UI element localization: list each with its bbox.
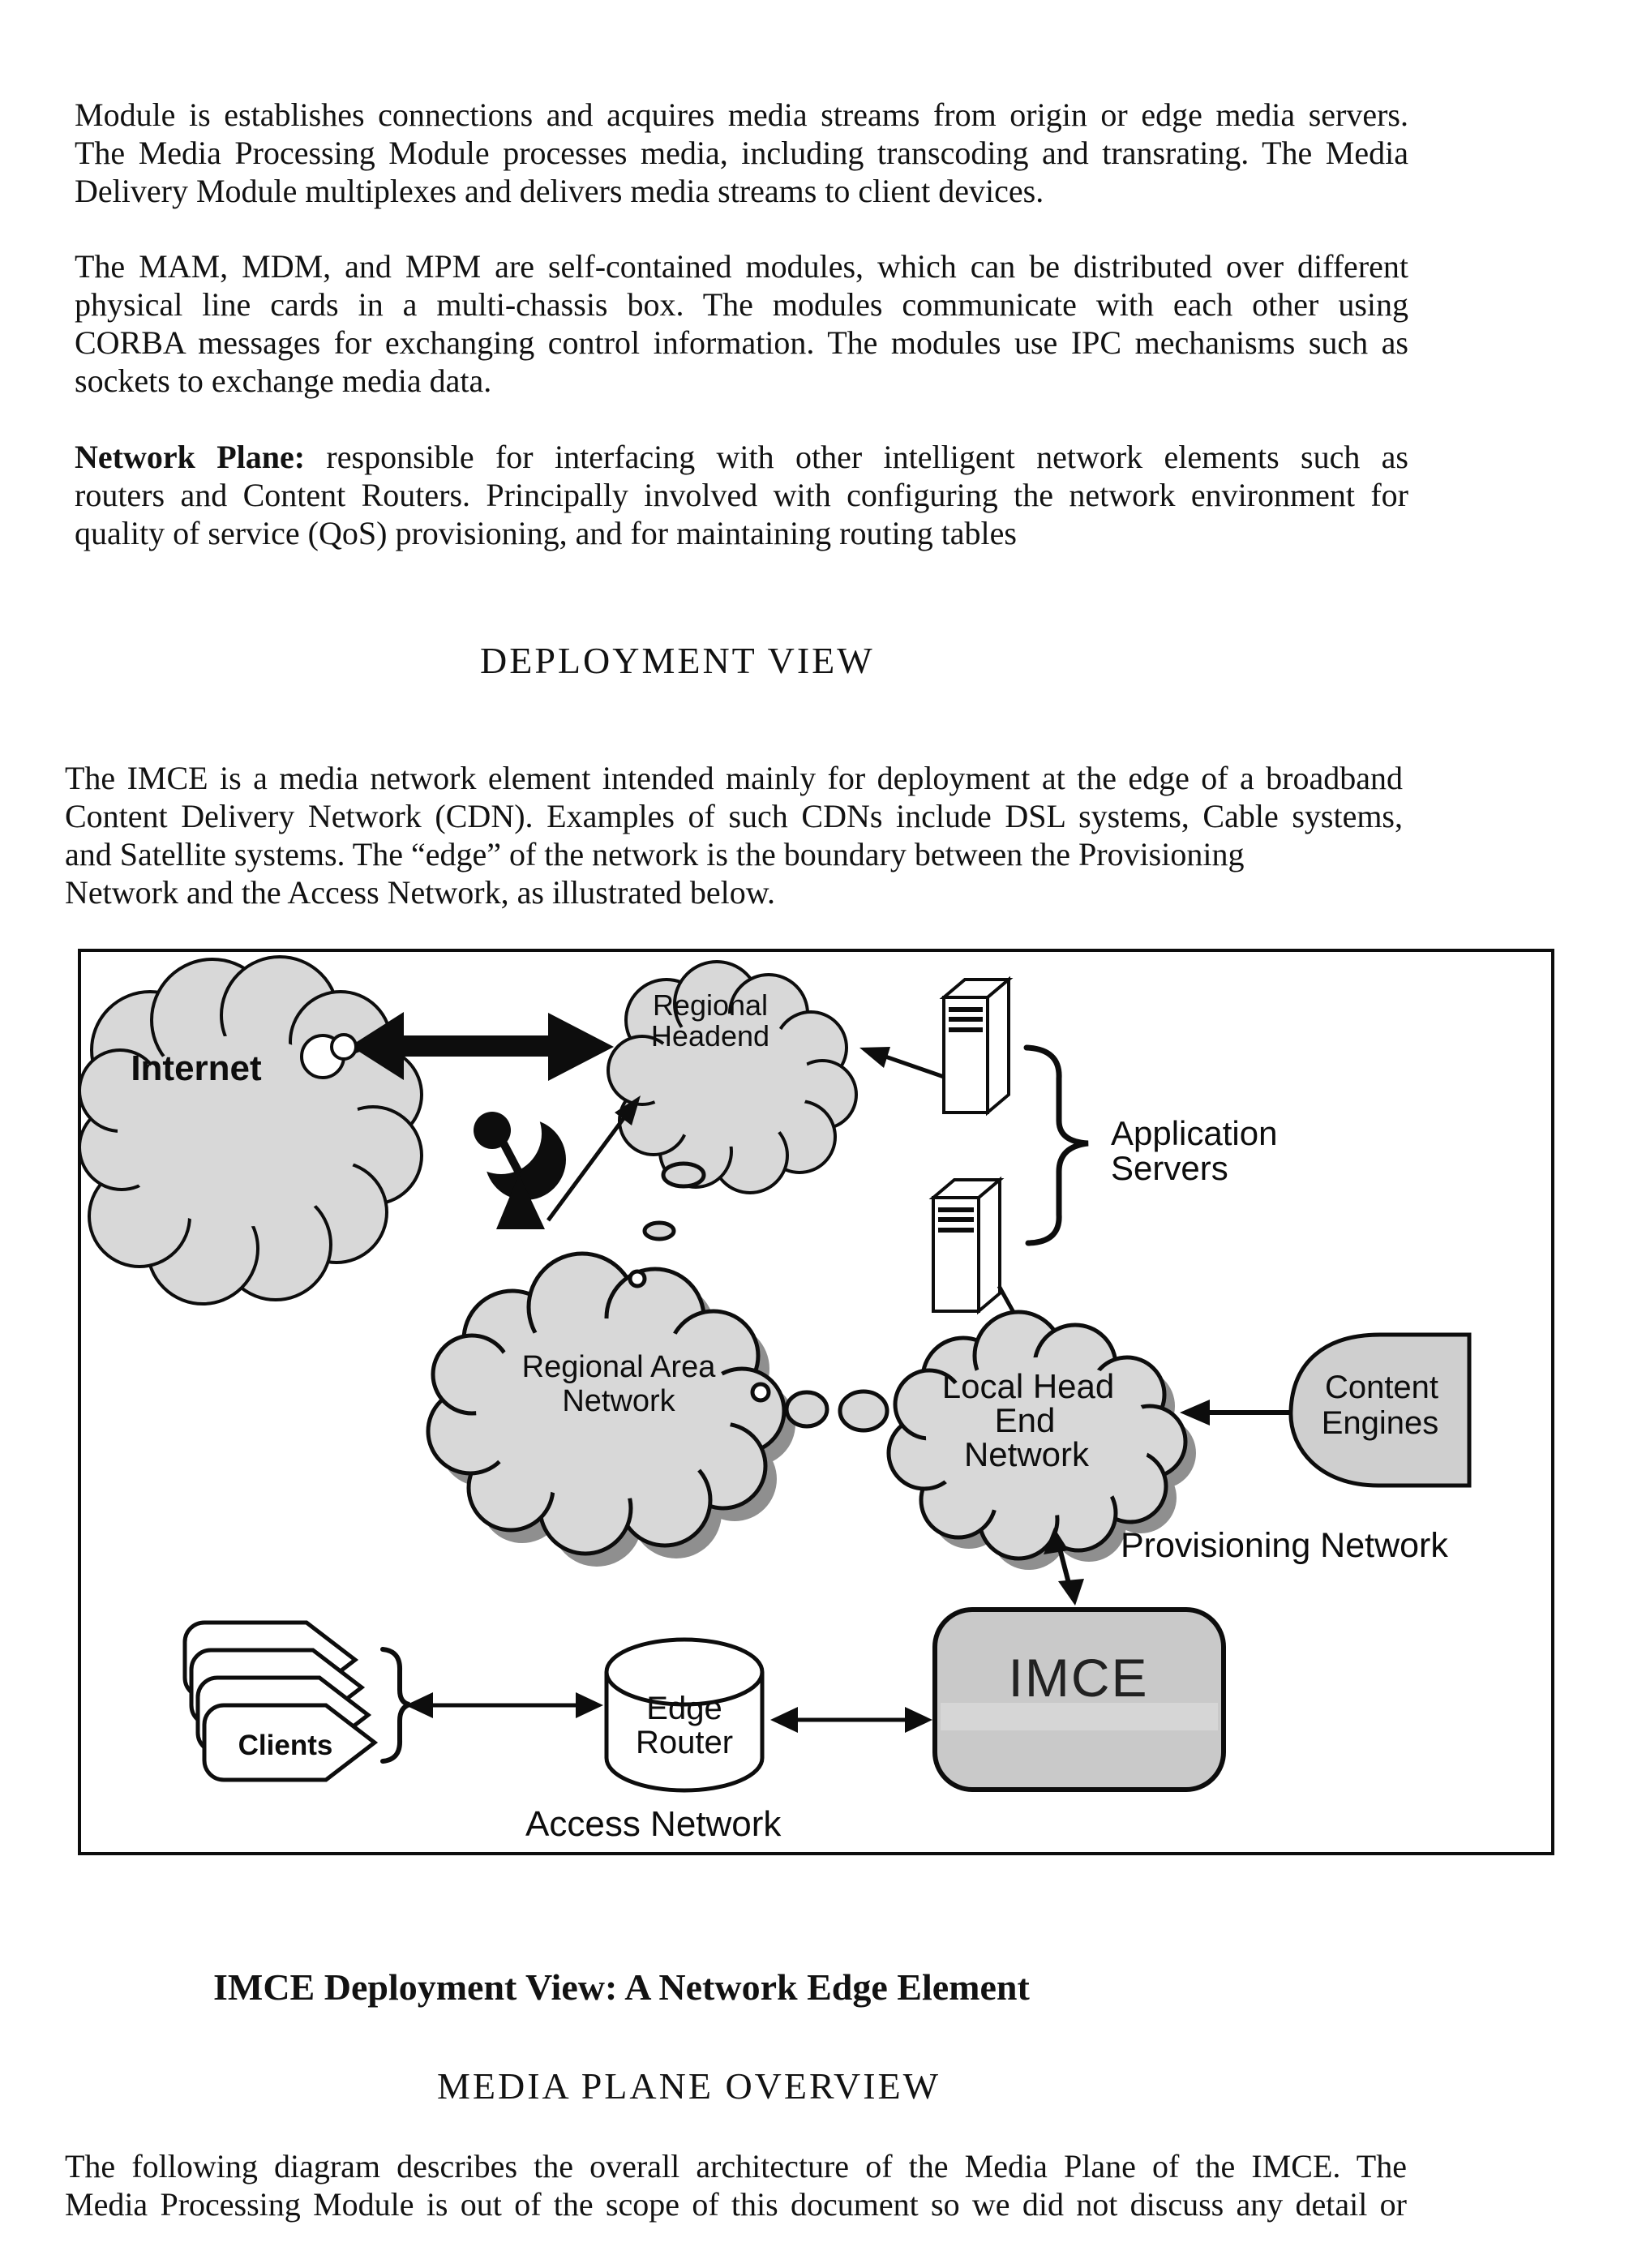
lhe-cloud xyxy=(886,1310,1188,1561)
content-engines-label-line2: Engines xyxy=(1322,1405,1439,1441)
server-to-headend-arrow xyxy=(859,1047,945,1079)
network-plane-lead: Network Plane: xyxy=(75,439,306,475)
clients-router-double-arrow xyxy=(405,1692,603,1718)
access-network-label: Access Network xyxy=(525,1804,782,1844)
lhe-label-line3: Network xyxy=(964,1435,1090,1473)
link-bubbles-internet xyxy=(300,1033,358,1079)
figure-caption: IMCE Deployment View: A Network Edge Ele… xyxy=(213,1966,1030,2008)
lhe-imce-double-arrow xyxy=(1044,1528,1084,1606)
servers-brace xyxy=(1023,1044,1089,1246)
regional-headend-cloud xyxy=(607,960,858,1194)
application-servers-label-line2: Servers xyxy=(1111,1149,1228,1187)
thought-bubbles xyxy=(642,1161,706,1241)
regional-headend-label-line1: Regional xyxy=(653,988,768,1022)
text-line: CORBA messages for exchanging control in… xyxy=(75,324,1408,361)
imce-box xyxy=(932,1607,1226,1792)
dish-to-headend-arrow xyxy=(546,1095,641,1222)
diagram-border xyxy=(78,949,1554,1855)
text-line: Delivery Module multiplexes and delivers… xyxy=(75,173,1044,209)
router-imce-double-arrow xyxy=(770,1707,932,1733)
paragraph-network-plane: Network Plane: responsible for interfaci… xyxy=(75,438,1408,552)
application-server-bottom-icon xyxy=(928,1176,1005,1315)
text-line: The IMCE is a media network element inte… xyxy=(65,760,1403,796)
paragraph-media-plane-intro: The following diagram describes the over… xyxy=(65,2147,1407,2223)
text-line: The MAM, MDM, and MPM are self-contained… xyxy=(75,248,1408,285)
internet-label: Internet xyxy=(131,1048,262,1088)
text-line: Network Plane: responsible for interfaci… xyxy=(75,438,1408,476)
ran-lhe-bubbles xyxy=(750,1382,889,1433)
text-line: Media Processing Module is out of the sc… xyxy=(65,2186,1407,2223)
engines-to-lhe-arrow xyxy=(1180,1400,1291,1426)
lhe-label-line2: End xyxy=(995,1401,1056,1439)
text-line: routers and Content Routers. Principally… xyxy=(75,477,1408,513)
regional-area-label-line2: Network xyxy=(562,1384,675,1418)
application-servers-label-line1: Application xyxy=(1111,1114,1277,1152)
paragraph-media-delivery-modules: Module is establishes connections and ac… xyxy=(75,96,1408,210)
regional-area-cloud xyxy=(426,1251,787,1556)
regional-headend-label-line2: Headend xyxy=(651,1019,769,1053)
text-line: Network and the Access Network, as illus… xyxy=(65,874,776,911)
internet-cloud xyxy=(78,955,423,1305)
imce-box-band xyxy=(941,1703,1218,1730)
provisioning-network-label: Provisioning Network xyxy=(1121,1526,1448,1565)
regional-area-label-line1: Regional Area xyxy=(522,1350,717,1384)
text-line: physical line cards in a multi-chassis b… xyxy=(75,286,1408,323)
imce-label: IMCE xyxy=(1009,1648,1149,1708)
text-line: quality of service (QoS) provisioning, a… xyxy=(75,515,1017,551)
paragraph-imce-edge: The IMCE is a media network element inte… xyxy=(65,759,1403,911)
edge-router-label-line2: Router xyxy=(636,1725,733,1760)
satellite-dish-icon xyxy=(461,1093,566,1229)
heading-deployment-view: DEPLOYMENT VIEW xyxy=(480,640,875,681)
text-line: The following diagram describes the over… xyxy=(65,2148,1407,2184)
deployment-diagram: Internet Regional Headend xyxy=(78,949,1554,1855)
text-line: and Satellite systems. The “edge” of the… xyxy=(65,836,1245,872)
application-server-top-icon xyxy=(939,975,1014,1117)
text-line: sockets to exchange media data. xyxy=(75,362,492,399)
internet-headend-double-arrow xyxy=(350,1012,614,1081)
paragraph-mam-mdm-mpm: The MAM, MDM, and MPM are self-contained… xyxy=(75,247,1408,400)
edge-router-cylinder xyxy=(604,1637,765,1793)
text-line: The Media Processing Module processes me… xyxy=(75,135,1408,171)
lhe-label-line1: Local Head xyxy=(942,1367,1114,1405)
heading-media-plane-overview: MEDIA PLANE OVERVIEW xyxy=(437,2065,941,2107)
text-span: responsible for interfacing with other i… xyxy=(305,439,1408,475)
clients-label: Clients xyxy=(238,1730,333,1761)
clients-stack-icon xyxy=(182,1620,379,1782)
text-line: Content Delivery Network (CDN). Examples… xyxy=(65,798,1403,834)
text-line: Module is establishes connections and ac… xyxy=(75,96,1408,133)
content-engines-label-line1: Content xyxy=(1325,1370,1438,1405)
edge-router-label-line1: Edge xyxy=(646,1691,722,1726)
clients-brace xyxy=(380,1647,411,1764)
